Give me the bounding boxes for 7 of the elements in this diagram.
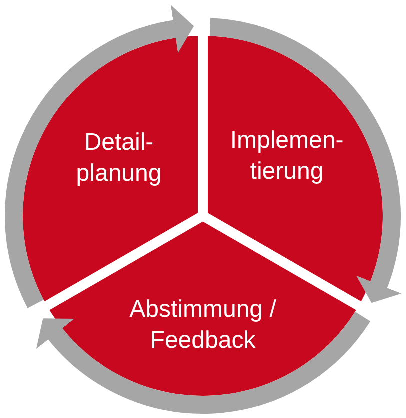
cycle-arrow — [209, 18, 402, 304]
cycle-arrow — [37, 311, 370, 414]
segment-label: Detail- planung — [76, 128, 162, 189]
cycle-arrow — [5, 5, 194, 308]
segment-label: Implemen- tierung — [230, 126, 344, 187]
segment-label: Abstimmung / Feedback — [128, 294, 278, 356]
cycle-segment — [49, 221, 357, 396]
